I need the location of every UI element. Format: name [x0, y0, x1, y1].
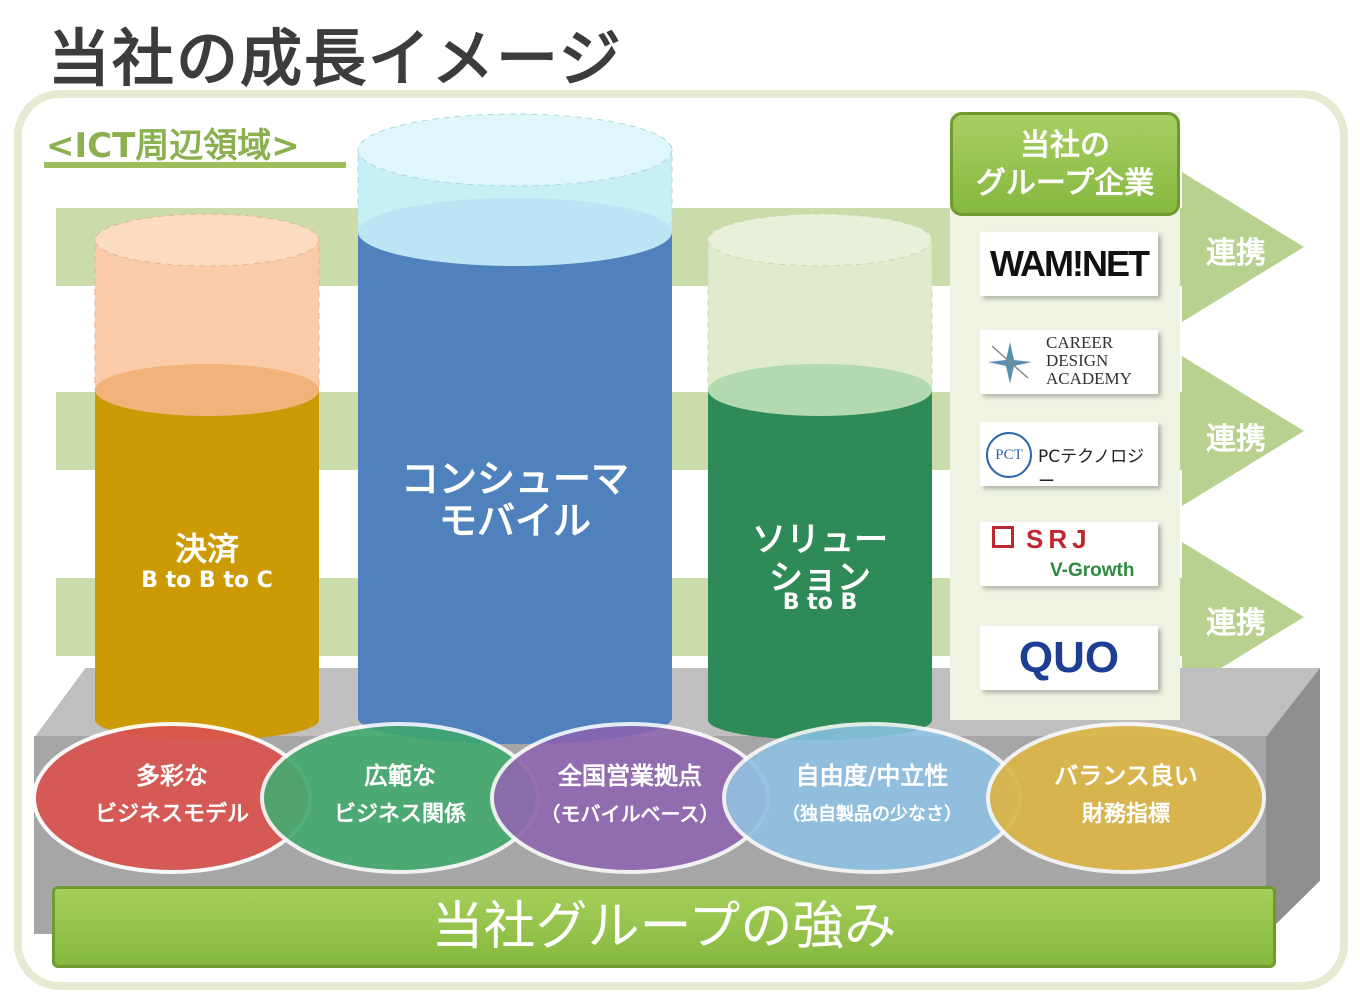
strength-1-line2: ビジネスモデル — [94, 802, 249, 827]
pct-mark-icon: PCT — [986, 432, 1032, 478]
arrow-head-2 — [1182, 356, 1304, 506]
vgrowth-text: V-Growth — [1050, 560, 1135, 581]
strength-5-line1: バランス良い — [1054, 762, 1198, 790]
career-line2: DESIGN — [1046, 351, 1109, 370]
circle-neutrality — [722, 722, 1022, 874]
logo-career-design-academy: CAREER DESIGN ACADEMY — [980, 330, 1158, 394]
srj-mark-icon — [992, 526, 1014, 548]
consumer-title-line2: モバイル — [438, 499, 591, 543]
logo-srj-vgrowth: SRJ V-Growth — [980, 522, 1158, 586]
circle-finance — [986, 722, 1266, 874]
renkei-label-3: 連携 — [1206, 606, 1266, 641]
kessai-title: 決済 — [174, 530, 239, 568]
pct-text: PCテクノロジー — [1038, 447, 1145, 492]
srj-text: SRJ — [1026, 524, 1092, 554]
strength-1-line1: 多彩な — [136, 762, 208, 790]
renkei-label-2: 連携 — [1206, 422, 1266, 457]
quo-logo-text: QUO — [1018, 633, 1120, 682]
arrow-head-1 — [1182, 172, 1304, 322]
group-companies-header: 当社の グループ企業 — [950, 112, 1180, 216]
strength-2-line2: ビジネス関係 — [333, 802, 466, 827]
arrow-head-3 — [1182, 542, 1304, 692]
solution-title-line2: ション — [769, 558, 871, 598]
strength-2-line1: 広範な — [364, 762, 436, 790]
logo-quo: QUO — [980, 626, 1158, 690]
kessai-subtitle: B to B to C — [141, 568, 273, 593]
ict-area-label: <ICT周辺領域> — [46, 126, 300, 166]
page-title: 当社の成長イメージ — [48, 22, 623, 95]
logo-wamnet: WAM!NET — [980, 232, 1158, 296]
strength-3-line1: 全国営業拠点 — [558, 762, 702, 790]
group-strengths-bar: 当社グループの強み — [52, 886, 1276, 968]
cylinder-kessai — [94, 213, 320, 740]
solution-subtitle: B to B — [782, 590, 858, 615]
career-line1: CAREER — [1046, 333, 1114, 352]
cylinder-consumer-mobile — [357, 113, 673, 744]
consumer-title-line1: コンシューマ — [400, 457, 629, 501]
solution-title-line1: ソリュー — [752, 520, 888, 560]
group-header-line1: 当社の — [1020, 128, 1110, 163]
career-line3: ACADEMY — [1046, 369, 1132, 388]
renkei-label-1: 連携 — [1206, 236, 1266, 271]
logo-pc-technology: PCT PCテクノロジー — [980, 422, 1158, 492]
group-header-line2: グループ企業 — [975, 166, 1155, 201]
strength-4-line1: 自由度/中立性 — [795, 762, 949, 790]
strength-5-line2: 財務指標 — [1081, 802, 1170, 827]
wamnet-logo-text: WAM!NET — [990, 243, 1150, 284]
strength-circles — [32, 722, 1266, 874]
strength-4-line2: （独自製品の少なさ） — [782, 804, 962, 825]
ict-underline — [44, 162, 346, 168]
strength-3-line2: （モバイルベース） — [540, 802, 720, 826]
cylinder-solution — [707, 213, 933, 740]
career-star-icon — [988, 342, 1032, 384]
